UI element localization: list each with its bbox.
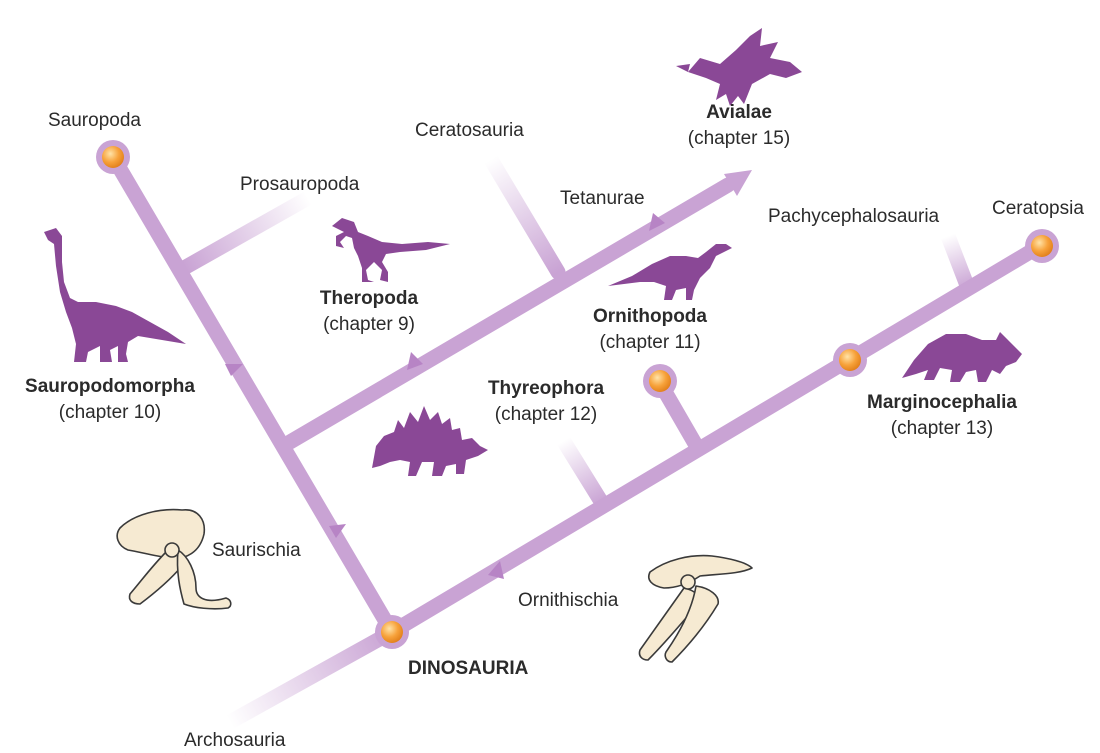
node-dinosauria	[375, 615, 409, 649]
thyreophora-branch	[563, 440, 602, 503]
bird-silhouette-icon	[676, 28, 802, 106]
branches	[113, 157, 1040, 722]
node-marginocephalia	[833, 343, 867, 377]
ceratopsian-silhouette-icon	[902, 332, 1022, 382]
label-ceratopsia: Ceratopsia	[992, 198, 1084, 219]
archosauria-stem	[230, 632, 392, 722]
node-sauropoda	[96, 140, 130, 174]
label-dinosauria: DINOSAURIA	[408, 658, 529, 679]
label-tetanurae: Tetanurae	[560, 188, 645, 209]
label-ornithischia: Ornithischia	[518, 590, 619, 611]
prosauropoda-branch	[184, 198, 308, 268]
label-theropoda-chapter: (chapter 9)	[323, 314, 415, 335]
label-pachycephalosauria: Pachycephalosauria	[768, 206, 940, 227]
ceratosauria-branch	[490, 158, 558, 272]
label-avialae: Avialae	[706, 102, 772, 123]
label-ornithopoda: Ornithopoda	[593, 306, 707, 327]
label-saurischia: Saurischia	[212, 540, 301, 561]
pachycephalosauria-branch	[948, 236, 968, 288]
label-marginocephalia-chapter: (chapter 13)	[891, 418, 993, 439]
node-ceratopsia	[1025, 229, 1059, 263]
label-ceratosauria: Ceratosauria	[415, 120, 524, 141]
label-avialae-chapter: (chapter 15)	[688, 128, 790, 149]
theropod-silhouette-icon	[332, 218, 450, 282]
node-ornithopoda	[643, 364, 677, 398]
label-thyreophora: Thyreophora	[488, 378, 605, 399]
stegosaur-silhouette-icon	[372, 406, 488, 476]
label-archosauria: Archosauria	[184, 730, 286, 751]
label-theropoda: Theropoda	[320, 288, 419, 309]
label-sauropodomorpha: Sauropodomorpha	[25, 376, 195, 397]
label-ornithopoda-chapter: (chapter 11)	[599, 332, 700, 353]
ornithischian-pelvis-icon	[639, 556, 752, 662]
label-marginocephalia: Marginocephalia	[867, 392, 1017, 413]
label-thyreophora-chapter: (chapter 12)	[495, 404, 597, 425]
labels: Sauropoda Prosauropoda Ceratosauria Teta…	[25, 102, 1084, 751]
label-sauropodomorpha-chapter: (chapter 10)	[59, 402, 161, 423]
label-prosauropoda: Prosauropoda	[240, 174, 360, 195]
label-sauropoda: Sauropoda	[48, 110, 141, 131]
